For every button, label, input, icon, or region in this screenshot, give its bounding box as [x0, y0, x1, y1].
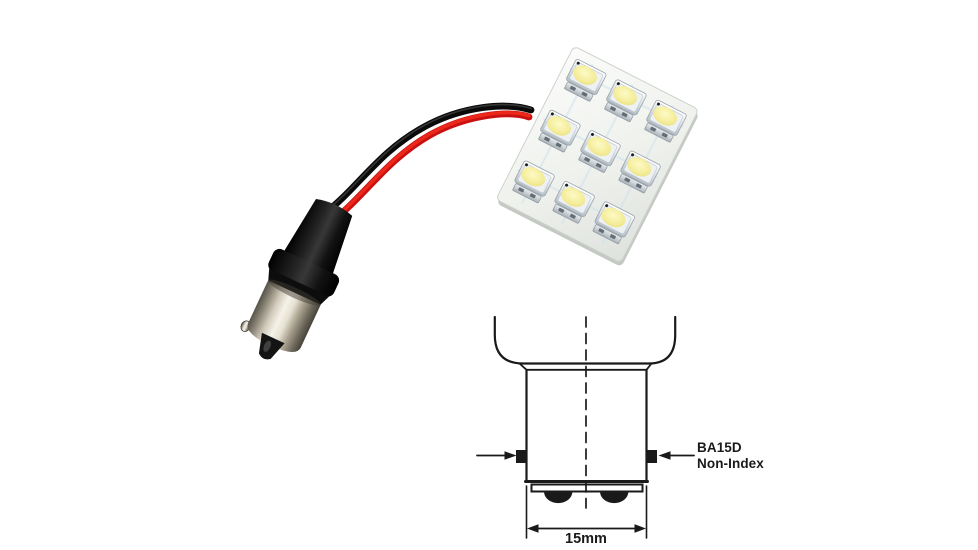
lamp-base-assembly [240, 199, 353, 360]
metal-top-shadow [268, 279, 321, 306]
plastic-neck [268, 268, 329, 307]
diagram-label-diameter: 15mm [565, 531, 607, 547]
base-tip-contact [258, 332, 285, 360]
arrowhead-dim-right [634, 524, 646, 533]
led-panel [497, 47, 698, 266]
diagram-bayonet-pin-left [516, 450, 527, 463]
base-diagram [476, 315, 695, 539]
diagram-label-group: BA15D Non-Index [697, 440, 764, 471]
diagram-label-index: Non-Index [697, 455, 764, 471]
arrowhead-right-pin [658, 451, 671, 460]
diagram-bayonet-pin-right [646, 450, 657, 463]
plastic-sleeve [283, 199, 353, 276]
diagram-contact-bump-right [600, 491, 629, 504]
arrowhead-dim-left [527, 524, 539, 533]
diagram-contact-bump-left [544, 491, 573, 504]
diagram-extension-lines [525, 485, 648, 539]
tip-highlight [263, 340, 272, 352]
diagram-insulator-plate [530, 483, 644, 493]
wire-red [327, 110, 533, 226]
diagram-filled-parts [504, 450, 671, 533]
plastic-flange [268, 248, 340, 297]
diagram-label-base-type: BA15D [697, 440, 742, 455]
arrowhead-left-pin [504, 451, 517, 460]
wire-black [320, 102, 535, 218]
diagram-glass-outline [493, 315, 677, 365]
